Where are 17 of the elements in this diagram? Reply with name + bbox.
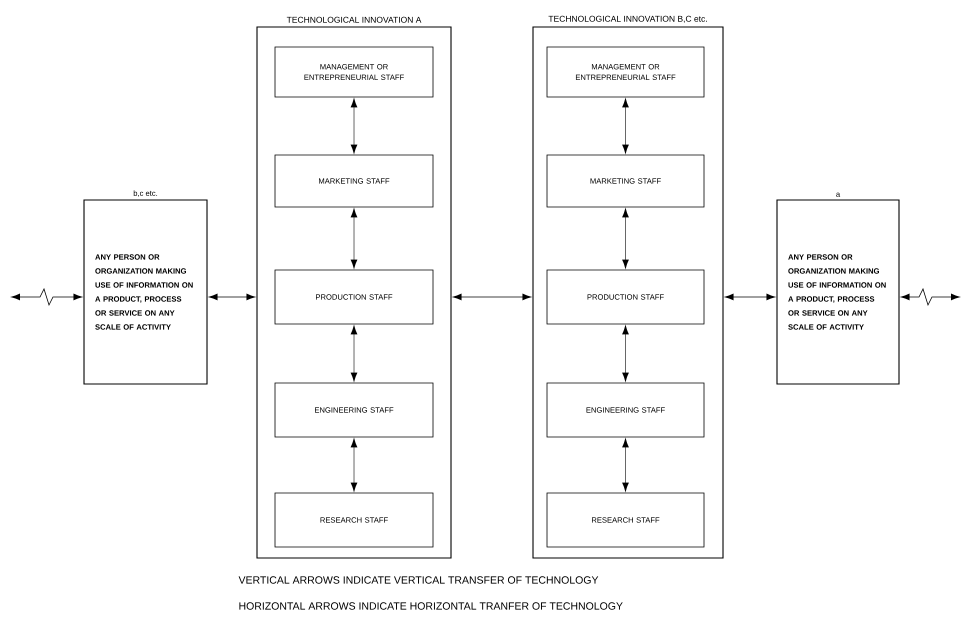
- arrow: [350, 98, 358, 154]
- box-heading: TECHNOLOGICAL INNOVATION A: [286, 16, 422, 23]
- note-text: HORIZONTAL ARROWS INDICATE HORIZONTAL TRANFER OF TECHNOLOGY: [239, 602, 623, 610]
- arrow: [622, 438, 629, 492]
- arrow: [622, 325, 629, 382]
- arrow: [350, 325, 358, 382]
- arrow: [350, 208, 358, 269]
- arrow: [350, 438, 358, 492]
- box-heading: TECHNOLOGICAL INNOVATION B,C etc.: [548, 16, 707, 23]
- arrow: [622, 98, 629, 154]
- break-arrow: [11, 288, 82, 306]
- note-text: VERTICAL ARROWS INDICATE VERTICAL TRANSFER OF TECHNOLOGY: [238, 576, 598, 584]
- arrow: [622, 208, 629, 269]
- arrow: [452, 294, 532, 300]
- break-arrow: [900, 288, 960, 306]
- arrow: [208, 294, 256, 300]
- arrow: [724, 294, 776, 300]
